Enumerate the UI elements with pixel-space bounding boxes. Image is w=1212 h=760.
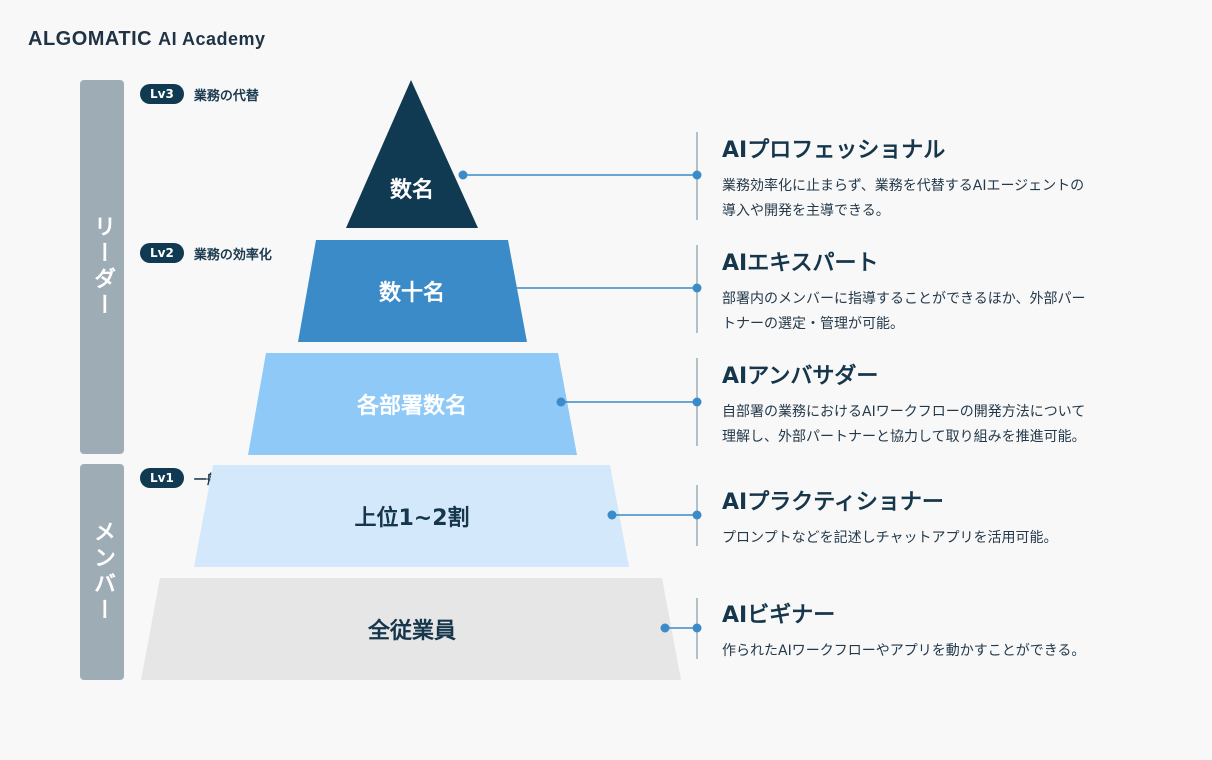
level-badge: Lv3: [140, 84, 184, 104]
tier-shape-1: [298, 240, 527, 342]
tier-text-line: プロンプトなどを記述しチャットアプリを活用可能。: [722, 530, 1058, 546]
tier-text: 自部署の業務におけるAIワークフローの開発方法について理解し、外部パートナーと協…: [722, 400, 1162, 449]
connector-4: [660, 598, 702, 659]
logo-product: AI Academy: [158, 29, 266, 49]
level-2: Lv2 業務の効率化: [140, 243, 272, 263]
logo-brand: ALGOMATIC: [28, 28, 153, 50]
tier-text-line: トナーの選定・管理が可能。: [722, 315, 904, 332]
tier-label-3: 上位1~2割: [354, 506, 470, 531]
level-badge: Lv1: [140, 468, 184, 488]
tier-label-4: 全従業員: [367, 619, 457, 644]
tier-shape-0: [346, 80, 478, 228]
tier-text: 業務効率化に止まらず、業務を代替するAIエージェントの導入や開発を主導できる。: [722, 174, 1162, 223]
connector-3: [607, 485, 702, 546]
tier-label-0: 数名: [389, 178, 435, 203]
connector-1: [507, 245, 702, 333]
tier-title: AIプロフェッショナル: [722, 138, 946, 163]
member-group-label: メンバー: [90, 520, 115, 624]
leader-group-bar: リーダー: [80, 80, 124, 454]
tier-text: 部署内のメンバーに指導することができるほか、外部パートナーの選定・管理が可能。: [722, 287, 1162, 336]
tier-text: プロンプトなどを記述しチャットアプリを活用可能。: [722, 526, 1162, 551]
member-group-bar: メンバー: [80, 464, 124, 680]
tier-shape-2: [248, 353, 577, 455]
tier-title: AIアンバサダー: [722, 364, 879, 389]
tier-label-2: 各部署数名: [356, 394, 468, 419]
level-badge: Lv2: [140, 243, 184, 263]
level-label: 業務の代替: [193, 88, 259, 104]
level-label: 業務の効率化: [193, 247, 272, 263]
connector-0: [458, 132, 702, 220]
leader-group-label: リーダー: [90, 215, 115, 319]
tier-text-line: 作られたAIワークフローやアプリを動かすことができる。: [722, 643, 1086, 659]
tier-title: AIビギナー: [722, 603, 836, 628]
tier-title: AIエキスパート: [722, 251, 879, 276]
tier-label-1: 数十名: [378, 281, 446, 306]
tier-text: 作られたAIワークフローやアプリを動かすことができる。: [722, 639, 1162, 664]
tier-title: AIプラクティショナー: [722, 490, 944, 515]
tier-text-line: 部署内のメンバーに指導することができるほか、外部パー: [722, 291, 1086, 307]
tier-text-line: 自部署の業務におけるAIワークフローの開発方法について: [722, 404, 1086, 420]
tier-description-3: AIプラクティショナー プロンプトなどを記述しチャットアプリを活用可能。: [722, 484, 1162, 551]
tier-shape-3: [194, 465, 629, 567]
tier-text-line: 理解し、外部パートナーと協力して取り組みを推進可能。: [722, 428, 1086, 445]
tier-text-line: 業務効率化に止まらず、業務を代替するAIエージェントの: [722, 178, 1085, 194]
tier-description-2: AIアンバサダー 自部署の業務におけるAIワークフローの開発方法について理解し、…: [722, 358, 1162, 449]
tier-text-line: 導入や開発を主導できる。: [722, 202, 890, 219]
connector-2: [556, 358, 702, 446]
tier-description-1: AIエキスパート 部署内のメンバーに指導することができるほか、外部パートナーの選…: [722, 245, 1162, 336]
tier-shape-4: [141, 578, 681, 680]
level-3: Lv3 業務の代替: [140, 84, 259, 104]
tier-description-0: AIプロフェッショナル 業務効率化に止まらず、業務を代替するAIエージェントの導…: [722, 132, 1162, 223]
tier-description-4: AIビギナー 作られたAIワークフローやアプリを動かすことができる。: [722, 597, 1162, 664]
